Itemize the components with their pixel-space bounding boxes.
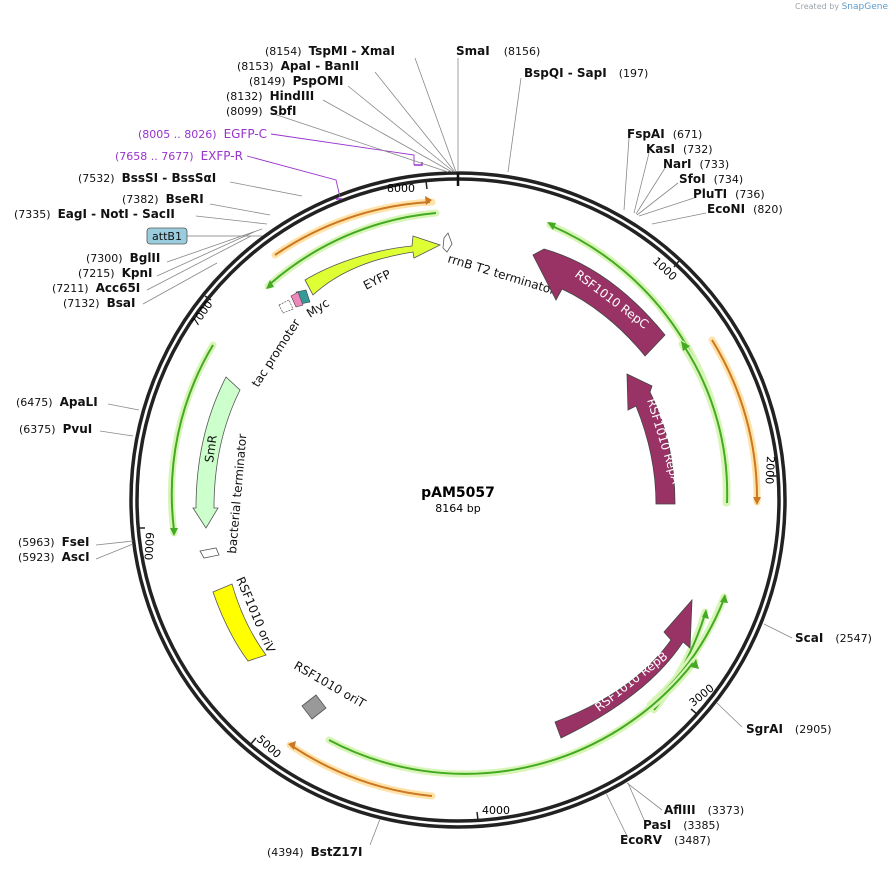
tick-1000: 1000 bbox=[650, 255, 680, 284]
svg-text:attB1: attB1 bbox=[152, 230, 182, 243]
feature-rsf1010-orit: RSF1010 oriT bbox=[292, 658, 369, 720]
orf-arc-left-green bbox=[170, 344, 214, 531]
svg-text:(7658 .. 7677)EXFP-R: (7658 .. 7677)EXFP-R bbox=[115, 149, 243, 163]
enzyme-econi: EcoNI(820) bbox=[707, 202, 783, 216]
enzyme-apai-banii: (8153)ApaI - BanII bbox=[237, 59, 359, 73]
svg-text:(8005 .. 8026)EGFP-C: (8005 .. 8026)EGFP-C bbox=[138, 127, 267, 141]
feature-rsf1010-oriv: RSF1010 oriV bbox=[212, 575, 278, 662]
orf-arc-right-orange bbox=[711, 339, 759, 501]
svg-text:7000: 7000 bbox=[189, 298, 216, 328]
plasmid-size: 8164 bp bbox=[435, 502, 480, 515]
primer-egfp-c: (8005 .. 8026)EGFP-C bbox=[138, 127, 423, 166]
enzyme-bspqi-sapi: BspQI - SapI(197) bbox=[524, 66, 648, 80]
svg-text:5000: 5000 bbox=[254, 733, 284, 761]
enzyme-kpni: (7215)KpnI bbox=[78, 266, 152, 280]
enzyme-scai: ScaI(2547) bbox=[795, 631, 872, 645]
svg-text:SmR: SmR bbox=[202, 434, 220, 463]
enzyme-bsai: (7132)BsaI bbox=[63, 296, 135, 310]
svg-text:1000: 1000 bbox=[650, 255, 679, 284]
svg-text:2000: 2000 bbox=[763, 456, 777, 485]
enzyme-smai: SmaI(8156) bbox=[456, 44, 540, 58]
orf-arc-bottom-orange bbox=[291, 745, 433, 797]
enzyme-fspai: FspAI(671) bbox=[627, 127, 702, 141]
orf-arc-repa-green bbox=[683, 345, 729, 504]
enzyme-sgrai: SgrAI(2905) bbox=[746, 722, 831, 736]
enzyme-psppomi: (8149)PspOMI bbox=[249, 74, 344, 88]
enzyme-apali: (6475)ApaLI bbox=[16, 395, 98, 409]
enzyme-acc65i: (7211)Acc65I bbox=[52, 281, 140, 295]
feature-tac-promoter: tac promoter bbox=[249, 299, 303, 390]
enzyme-tspmi-xmai: (8154)TspMI - XmaI bbox=[265, 44, 395, 58]
feature-attb1: attB1 bbox=[146, 227, 262, 245]
svg-text:bacterial terminator: bacterial terminator bbox=[225, 433, 249, 554]
enzyme-afliii: AflIII(3373) bbox=[664, 803, 744, 817]
enzyme-nari: NarI(733) bbox=[663, 157, 729, 171]
orf-arc-top-green bbox=[269, 212, 437, 285]
enzyme-leaders bbox=[95, 57, 793, 846]
svg-text:8000: 8000 bbox=[387, 182, 415, 195]
svg-text:RSF1010 oriT: RSF1010 oriT bbox=[292, 658, 369, 711]
enzyme-bglii: (7300)BglII bbox=[86, 251, 160, 265]
snapgene-logo: SnapGene bbox=[841, 2, 888, 12]
tick-2000: 2000 bbox=[763, 456, 777, 485]
enzyme-kasi: KasI(732) bbox=[646, 142, 713, 156]
feature-myc: Myc bbox=[290, 289, 332, 321]
plasmid-name: pAM5057 bbox=[421, 485, 495, 501]
svg-text:tac promoter: tac promoter bbox=[249, 316, 303, 389]
enzyme-sfoi: SfoI(734) bbox=[679, 172, 743, 186]
tick-6000: 6000 bbox=[137, 527, 156, 561]
enzyme-asci: (5923)AscI bbox=[18, 550, 90, 564]
enzyme-ecorv: EcoRV(3487) bbox=[620, 833, 711, 847]
enzyme-bsssi-bsssai: (7532)BssSI - BssSαI bbox=[78, 171, 216, 185]
primer-exfp-r: (7658 .. 7677)EXFP-R bbox=[115, 149, 342, 200]
feature-repa: RSF1010 RepA bbox=[626, 373, 684, 505]
enzyme-sbfi: (8099)SbfI bbox=[226, 104, 297, 118]
enzyme-pvui: (6375)PvuI bbox=[19, 422, 92, 436]
svg-text:6000: 6000 bbox=[142, 532, 156, 561]
enzyme-pluti: PluTI(736) bbox=[693, 187, 765, 201]
enzyme-hindiii: (8132)HindIII bbox=[226, 89, 314, 103]
tick-4000: 4000 bbox=[476, 804, 510, 821]
enzyme-labels: (8154)TspMI - XmaI (8153)ApaI - BanII (8… bbox=[14, 44, 872, 859]
feature-repb: RSF1010 RepB bbox=[554, 598, 693, 739]
enzyme-bstz17i: (4394)BstZ17I bbox=[267, 845, 362, 859]
feature-smr: SmR bbox=[192, 376, 241, 529]
orf-arc-eyfp-orange bbox=[274, 201, 431, 256]
orf-arc-bottom-green bbox=[328, 662, 694, 775]
orf-arcs bbox=[167, 196, 761, 800]
svg-text:4000: 4000 bbox=[482, 804, 510, 817]
feature-repc: RSF1010 RepC bbox=[532, 248, 666, 357]
watermark-prefix: Created by bbox=[795, 2, 840, 11]
tick-7000: 7000 bbox=[189, 295, 216, 329]
enzyme-pasi: PasI(3385) bbox=[643, 818, 720, 832]
enzyme-fsei: (5963)FseI bbox=[18, 535, 90, 549]
tick-8000: 8000 bbox=[387, 180, 428, 195]
svg-text:EYFP: EYFP bbox=[361, 267, 393, 293]
enzyme-eagi-noti-sacii: (7335)EagI - NotI - SacII bbox=[14, 207, 175, 221]
enzyme-beseri: (7382)BseRI bbox=[122, 192, 204, 206]
watermark: Created by SnapGene bbox=[795, 2, 888, 12]
